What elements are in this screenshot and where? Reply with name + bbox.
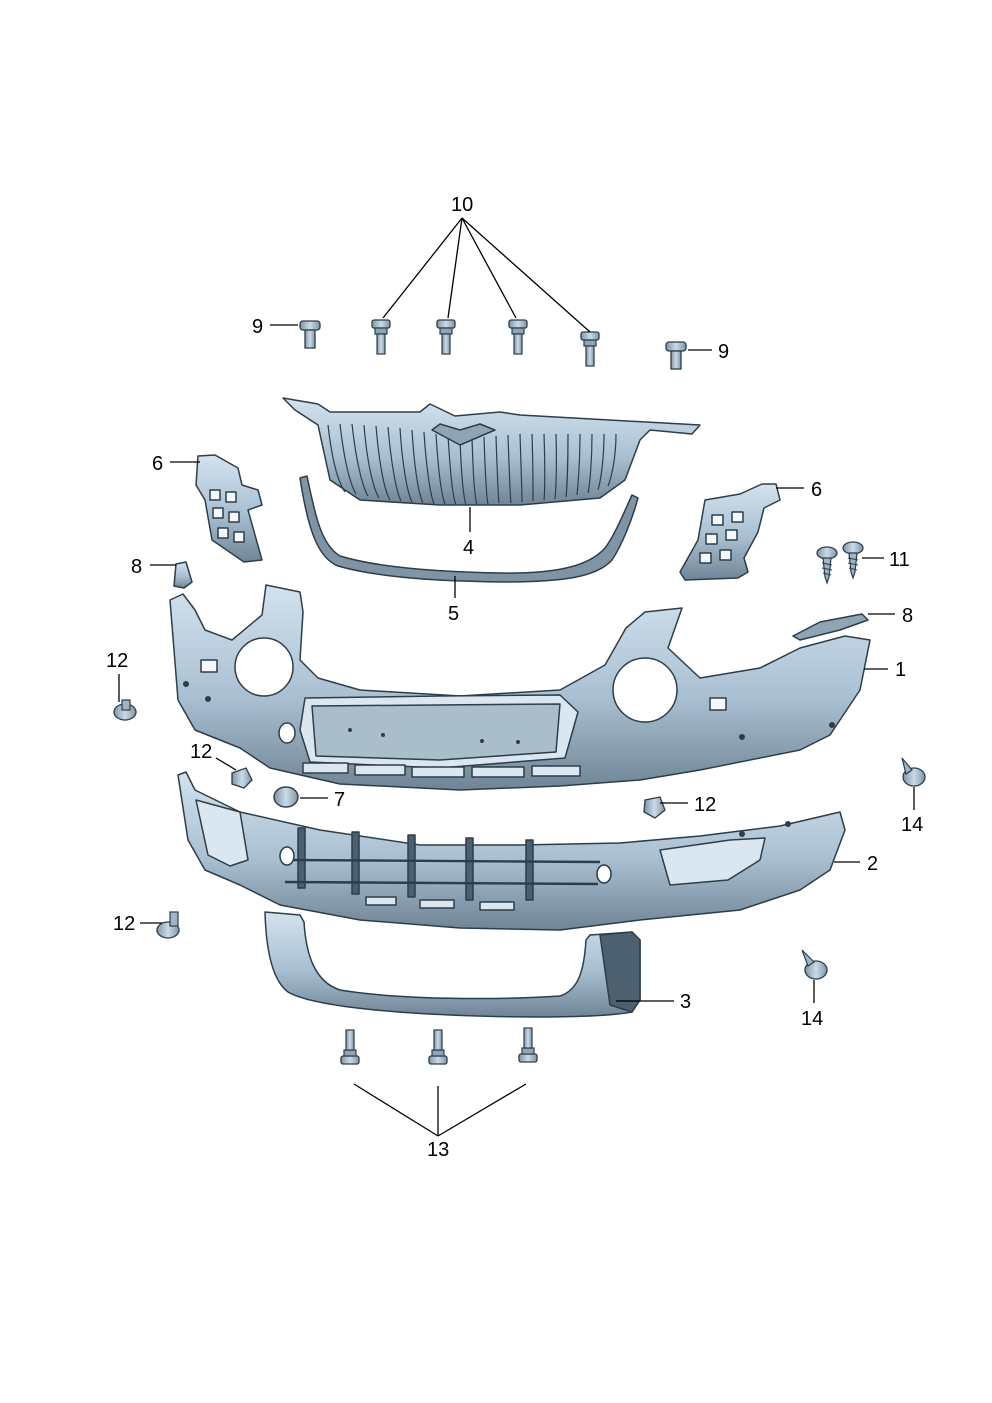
callout-12a: 12	[106, 650, 128, 702]
callouts: 1 2 3 4 5 6 6 7	[106, 194, 923, 1161]
screw-14-upper	[901, 757, 926, 787]
callout-5: 5	[448, 576, 459, 625]
svg-text:13: 13	[427, 1139, 449, 1161]
lower-trim-frame	[264, 911, 641, 1018]
svg-text:8: 8	[902, 605, 913, 627]
svg-text:12: 12	[694, 794, 716, 816]
svg-text:14: 14	[801, 1008, 823, 1030]
callout-13: 13	[353, 1083, 527, 1161]
callout-11: 11	[862, 549, 910, 571]
clip-nut-2	[643, 796, 666, 819]
tapping-screw-2	[842, 541, 864, 579]
svg-text:12: 12	[190, 741, 212, 763]
cap	[273, 786, 299, 808]
screw-left	[299, 320, 321, 349]
callout-10: 10	[382, 194, 591, 333]
svg-text:12: 12	[106, 650, 128, 672]
callout-6b: 6	[776, 479, 822, 501]
callout-6a: 6	[152, 453, 200, 475]
lower-bumper-section	[177, 771, 846, 931]
bottom-bolt-2	[428, 1029, 448, 1065]
bracket-left	[195, 454, 263, 563]
svg-text:9: 9	[718, 341, 729, 363]
svg-text:5: 5	[448, 603, 459, 625]
svg-text:1: 1	[895, 659, 906, 681]
callout-7: 7	[300, 789, 345, 811]
callout-12b: 12	[190, 741, 237, 771]
clip-screw-2	[156, 911, 180, 939]
callout-4: 4	[463, 507, 474, 559]
callout-12d: 12	[113, 913, 162, 935]
grille	[282, 397, 701, 506]
clip-screw-1	[113, 699, 137, 721]
svg-text:6: 6	[152, 453, 163, 475]
bolt-2	[436, 319, 456, 355]
callout-14b: 14	[801, 980, 823, 1030]
clip-nut-1	[231, 767, 253, 789]
svg-text:10: 10	[451, 194, 473, 216]
bottom-bolt-1	[340, 1029, 360, 1065]
callout-14a: 14	[901, 787, 923, 836]
svg-text:2: 2	[867, 853, 878, 875]
svg-text:12: 12	[113, 913, 135, 935]
tapping-screw-1	[816, 546, 838, 584]
screw-14-lower	[801, 949, 828, 980]
callout-8b: 8	[868, 605, 913, 627]
bumper-cover	[169, 584, 871, 791]
svg-text:14: 14	[901, 814, 923, 836]
callout-12c: 12	[660, 794, 716, 816]
screw-right	[665, 341, 687, 370]
callout-3: 3	[616, 991, 691, 1013]
bottom-bolt-3	[518, 1027, 538, 1063]
strip-right	[792, 613, 869, 641]
grille-trim-strip	[299, 475, 639, 583]
callout-9b: 9	[688, 341, 729, 363]
svg-text:7: 7	[334, 789, 345, 811]
svg-text:3: 3	[680, 991, 691, 1013]
bolt-4	[580, 331, 600, 367]
svg-text:11: 11	[889, 549, 910, 571]
svg-text:8: 8	[131, 556, 142, 578]
callout-9a: 9	[252, 316, 298, 338]
bracket-right	[679, 483, 781, 581]
bolt-1	[371, 319, 391, 355]
clip-left	[173, 561, 193, 589]
callout-1: 1	[864, 659, 906, 681]
bolt-3	[508, 319, 528, 355]
svg-text:6: 6	[811, 479, 822, 501]
callout-8a: 8	[131, 556, 176, 578]
svg-text:4: 4	[463, 537, 474, 559]
svg-text:9: 9	[252, 316, 263, 338]
callout-2: 2	[834, 853, 878, 875]
